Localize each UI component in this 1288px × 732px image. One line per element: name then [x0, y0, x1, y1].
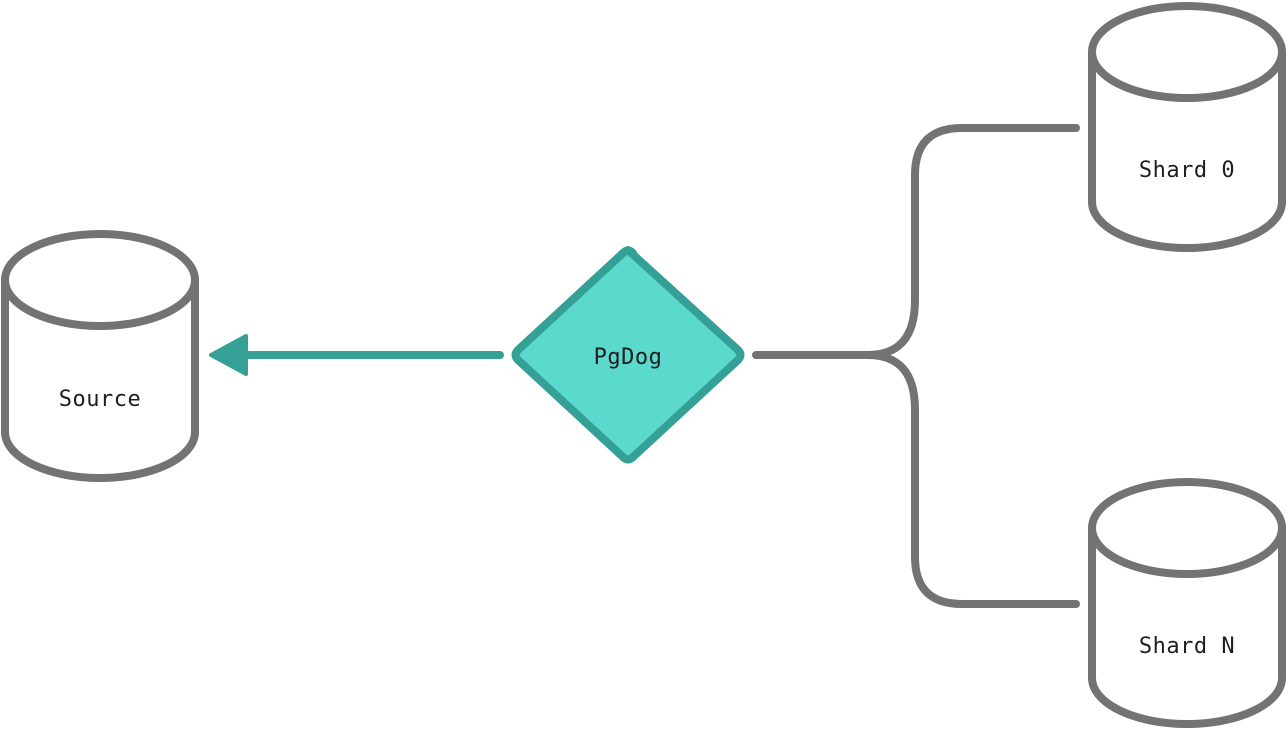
shard-n-cylinder-top: [1088, 478, 1286, 578]
arrow-head-icon: [209, 334, 248, 376]
shard-0-node: Shard 0: [1088, 2, 1286, 252]
shard-n-cylinder-body: [1088, 528, 1286, 728]
shard-0-cylinder-body: [1088, 52, 1286, 252]
shard-connector: [752, 124, 1080, 608]
shard-0-label: Shard 0: [1139, 158, 1235, 183]
source-label: Source: [59, 387, 141, 412]
source-node: Source: [1, 230, 199, 482]
source-cylinder-body: [1, 280, 199, 482]
shard-n-node: Shard N: [1088, 478, 1286, 728]
pgdog-diamond: [511, 246, 745, 464]
shard-0-cylinder-top: [1088, 2, 1286, 102]
arrow-pgdog-to-source: [209, 334, 504, 376]
connector-to-shard-n: [864, 351, 1080, 608]
pgdog-label: PgDog: [594, 345, 663, 370]
source-cylinder-top: [1, 230, 199, 330]
shard-n-label: Shard N: [1139, 634, 1235, 659]
connector-to-shard-0: [752, 124, 1080, 359]
pgdog-node: PgDog: [511, 246, 745, 464]
